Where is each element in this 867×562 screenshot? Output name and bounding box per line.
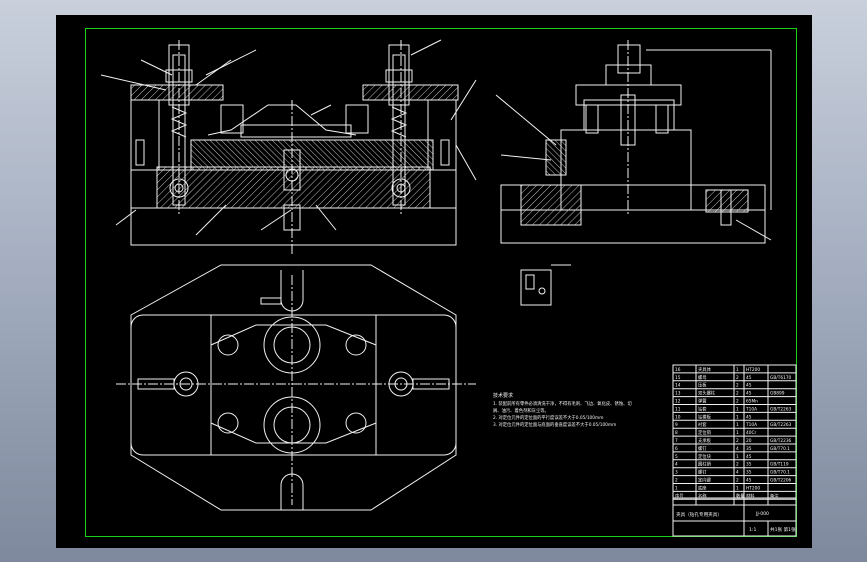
- bom-cell: 15: [675, 375, 681, 381]
- bom-cell: 1: [675, 485, 678, 491]
- bom-cell: 1: [736, 367, 739, 373]
- bom-cell: 2: [736, 438, 739, 444]
- title-block: 夹具（钻孔专用夹具） JJ-000 1:1 共1张 第1张: [672, 497, 797, 537]
- bom-cell: 底座: [698, 484, 707, 491]
- bom-cell: 1: [736, 485, 739, 491]
- bom-cell: 65Mn: [746, 399, 758, 405]
- bom-cell: 10: [675, 414, 681, 420]
- bom-cell: 16: [675, 367, 681, 373]
- bom-cell: GB/T70.1: [770, 446, 790, 452]
- bom-cell: 2: [736, 391, 739, 397]
- bom-header-cell: 备注: [770, 492, 779, 499]
- bom-cell: 压板: [698, 382, 707, 389]
- bom-cell: 45: [746, 383, 752, 389]
- bom-cell: GB/T6170: [770, 375, 792, 381]
- bom-cell: 40Cr: [746, 430, 756, 436]
- bom-cell: 45: [746, 375, 752, 381]
- bom-cell: 3: [675, 470, 678, 476]
- bom-cell: 45: [746, 454, 752, 460]
- bom-cell: 钻模板: [698, 413, 712, 420]
- bom-cell: 弹簧: [698, 398, 707, 405]
- bom-cell: 45: [746, 414, 752, 420]
- bom-cell: 4: [736, 446, 739, 452]
- technical-notes: 技术要求 1. 装配前所有零件必须清洗干净，不得有毛刺、飞边、氧化皮、锈蚀、切 …: [493, 392, 632, 428]
- title-block-name: 夹具（钻孔专用夹具）: [676, 511, 722, 518]
- bom-cell: GB899: [770, 391, 785, 397]
- bom-cell: 1: [736, 454, 739, 460]
- tech-note-line: 3. 对定位元件的定位面与底面的垂直度误差不大于0.05/100mm: [493, 421, 616, 428]
- bom-cell: 13: [675, 391, 681, 397]
- drawing-scale: 1:1: [749, 527, 756, 533]
- drawing-border: [85, 28, 797, 537]
- bom-cell: 20: [746, 438, 752, 444]
- bom-cell: 螺母: [698, 374, 707, 381]
- bom-cell: 9: [675, 422, 678, 428]
- tech-notes-title: 技术要求: [493, 392, 513, 399]
- bom-cell: 夹具体: [698, 366, 712, 373]
- bom-cell: 螺钉: [698, 469, 707, 476]
- tech-note-line: 1. 装配前所有零件必须清洗干净，不得有毛刺、飞边、氧化皮、锈蚀、切: [493, 400, 632, 407]
- bom-header-cell: 材料: [746, 492, 755, 499]
- bom-cell: 6: [675, 446, 678, 452]
- bom-header-cell: 序号: [675, 492, 684, 499]
- bom-cell: 1: [736, 414, 739, 420]
- bom-cell: GB/T2263: [770, 406, 792, 412]
- bom-cell: 14: [675, 383, 681, 389]
- bom-cell: GB/T70.1: [770, 470, 790, 476]
- bom-cell: 2: [736, 478, 739, 484]
- bom-cell: 2: [736, 399, 739, 405]
- bom-cell: 4: [736, 470, 739, 476]
- bom-header-cell: 数量: [736, 492, 745, 499]
- bom-cell: T10A: [745, 406, 757, 412]
- front-section-view: [100, 39, 477, 255]
- drawing-number: JJ-000: [755, 511, 769, 517]
- bom-cell: 2: [736, 383, 739, 389]
- cad-drawing: 技术要求 1. 装配前所有零件必须清洗干净，不得有毛刺、飞边、氧化皮、锈蚀、切 …: [85, 28, 797, 537]
- bom-cell: 35: [746, 470, 752, 476]
- bom-cell: 35: [746, 446, 752, 452]
- bom-cell: 1: [736, 406, 739, 412]
- bom-cell: 支承板: [698, 437, 712, 444]
- bom-cell: 2: [736, 375, 739, 381]
- bom-cell: 1: [736, 422, 739, 428]
- bom-cell: 45: [746, 391, 752, 397]
- drawing-sheet[interactable]: 技术要求 1. 装配前所有零件必须清洗干净，不得有毛刺、飞边、氧化皮、锈蚀、切 …: [56, 15, 812, 548]
- bom-cell: 11: [675, 406, 681, 412]
- bom-cell: GB/T2206: [770, 478, 792, 484]
- bom-cell: 钻套: [698, 405, 707, 412]
- bom-cell: GB/T2263: [770, 422, 792, 428]
- bom-cell: 45: [746, 478, 752, 484]
- bom-cell: GB/T2236: [770, 438, 792, 444]
- bom-cell: 5: [675, 454, 678, 460]
- bom-header-cell: 名称: [698, 492, 707, 499]
- tech-note-line: 屑、油污、着色剂和灰尘等。: [493, 407, 549, 414]
- bom-cell: 2: [736, 462, 739, 468]
- bom-cell: 定位销: [698, 429, 712, 436]
- bom-cell: 衬套: [698, 421, 707, 428]
- bom-cell: 1: [736, 430, 739, 436]
- bom-cell: HT200: [746, 485, 760, 491]
- bom-cell: 圆柱销: [698, 461, 712, 468]
- bom-cell: 8: [675, 430, 678, 436]
- tech-note-line: 2. 对定位元件的定位面的平行度误差不大于0.05/100mm: [493, 414, 603, 421]
- bom-cell: 螺钉: [698, 445, 707, 452]
- top-view: [116, 264, 476, 511]
- bom-cell: 35: [746, 462, 752, 468]
- bom-cell: 双头螺柱: [698, 390, 716, 397]
- bom-cell: T10A: [745, 422, 757, 428]
- drawing-sheet-count: 共1张 第1张: [770, 526, 796, 533]
- bom-cell: 12: [675, 399, 681, 405]
- bom-cell: 2: [675, 478, 678, 484]
- bom-cell: 定向键: [698, 477, 712, 484]
- side-view: [495, 40, 772, 306]
- bom-cell: 7: [675, 438, 678, 444]
- bom-cell: GB/T119: [770, 462, 789, 468]
- bom-cell: 定位块: [698, 453, 712, 460]
- bom-cell: HT200: [746, 367, 760, 373]
- bom-cell: 4: [675, 462, 678, 468]
